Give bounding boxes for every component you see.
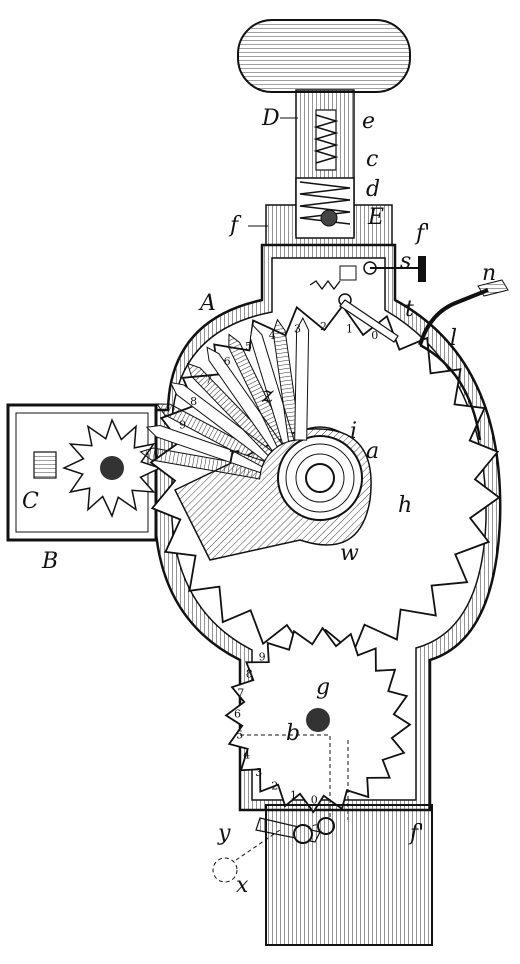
label-a: a <box>366 439 379 464</box>
label-h: h <box>398 493 412 518</box>
label-t: t <box>405 297 414 322</box>
upper-dial-number-4: 4 <box>269 329 276 342</box>
bottom-handle <box>265 804 433 946</box>
upper-dial-number-5: 5 <box>245 340 252 353</box>
lower-dial-number-0: 0 <box>311 794 318 807</box>
label-c: c <box>366 147 378 172</box>
label-s: s <box>400 249 411 274</box>
label-x: x <box>236 873 249 898</box>
reference-labels: D e c d f E f' s n A t l z i a r C h B w… <box>22 106 496 898</box>
plunger-fan <box>139 316 310 480</box>
spring-e <box>313 114 339 164</box>
small-star-wheel <box>61 417 163 519</box>
upper-dial-number-8: 8 <box>190 395 197 408</box>
label-n: n <box>482 261 496 286</box>
lower-dial-number-6: 6 <box>234 708 241 721</box>
label-i: i <box>350 419 357 444</box>
label-w: w <box>340 541 359 566</box>
label-d: d <box>366 177 380 202</box>
upper-dial-number-7: 7 <box>205 374 212 387</box>
upper-dial-number-0: 0 <box>371 329 378 342</box>
label-f-prime-lower: f' <box>408 821 424 846</box>
release-lever <box>418 279 509 441</box>
lower-dial-number-5: 5 <box>236 729 243 742</box>
label-C: C <box>22 489 39 514</box>
lower-star-wheel <box>224 626 412 814</box>
upper-dial-number-3: 3 <box>294 322 301 335</box>
label-A: A <box>198 291 216 316</box>
top-pawl <box>309 256 426 343</box>
upper-dial-number-6: 6 <box>224 355 231 368</box>
label-f-prime: f' <box>414 221 430 246</box>
upper-dial-number-9: 9 <box>179 419 186 432</box>
upper-dial-number-2: 2 <box>320 320 327 333</box>
thumb-button <box>418 256 426 282</box>
lower-dial-number-8: 8 <box>246 667 253 680</box>
label-l: l <box>450 326 457 351</box>
lower-dial-number-9: 9 <box>259 651 266 664</box>
lower-dial-number-1: 1 <box>290 789 297 802</box>
label-D: D <box>261 106 280 131</box>
label-B: B <box>41 549 58 574</box>
hub <box>173 426 372 561</box>
label-y: y <box>217 821 231 846</box>
lower-dial-number-7: 7 <box>237 687 244 700</box>
plunger <box>294 316 310 441</box>
axle-b <box>306 708 330 732</box>
label-r: r <box>228 443 240 468</box>
label-g: g <box>316 675 330 700</box>
pawl-block <box>33 451 57 479</box>
pin-d <box>320 209 338 227</box>
lower-dial-number-2: 2 <box>271 780 278 793</box>
label-b: b <box>286 721 300 746</box>
label-z: z <box>261 383 274 408</box>
upper-dial-number-1: 1 <box>346 322 353 335</box>
label-e: e <box>362 109 375 134</box>
lower-dial-number-3: 3 <box>255 766 262 779</box>
spring-c <box>299 181 351 225</box>
lower-dial-number-4: 4 <box>243 748 250 761</box>
label-E: E <box>367 205 384 230</box>
label-f: f <box>228 213 242 238</box>
knob <box>237 19 411 93</box>
